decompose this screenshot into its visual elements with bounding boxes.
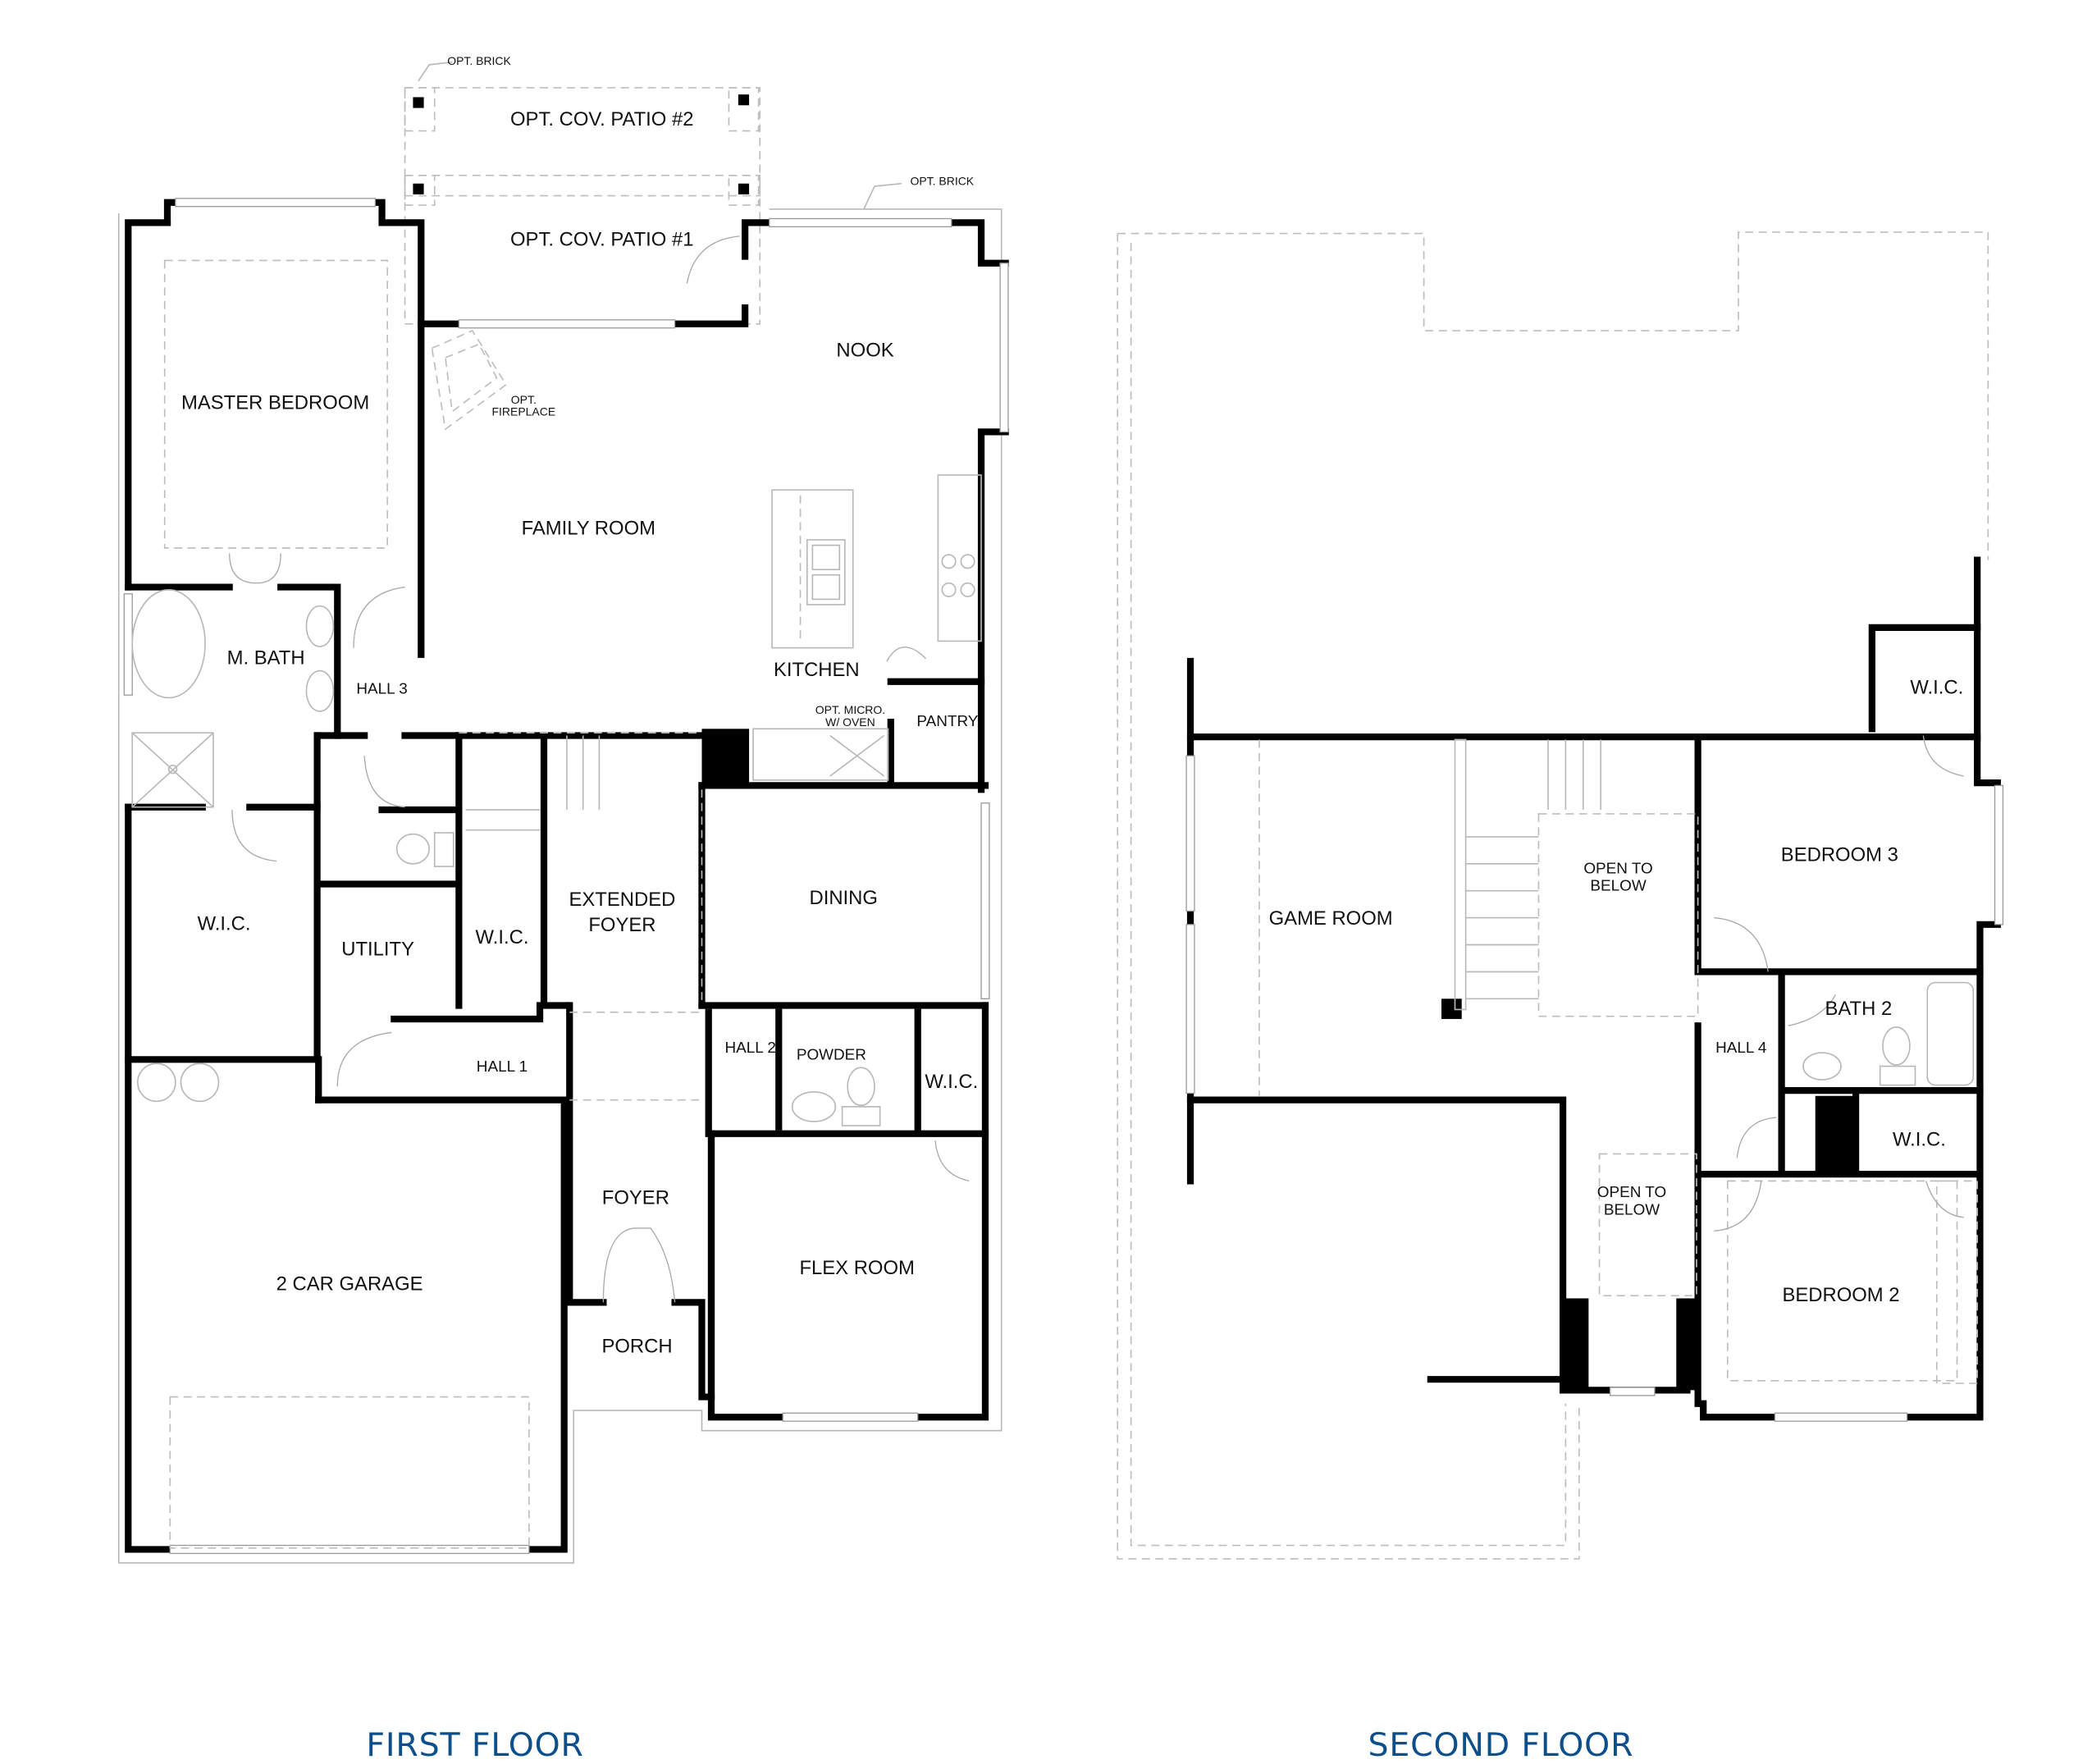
chase-block <box>1564 1298 1589 1391</box>
room-label-hall-4: HALL 4 <box>1715 1040 1766 1057</box>
master-bath-fixtures <box>131 589 881 1126</box>
patio-outlines <box>404 61 902 325</box>
room-label-bath-2: BATH 2 <box>1825 998 1893 1020</box>
room-label-opt-cov-patio-1: OPT. COV. PATIO #1 <box>510 228 694 250</box>
door-swings <box>229 235 970 1303</box>
room-label-open-to-below: BELOW <box>1590 878 1646 895</box>
room-label-wic-stair: W.I.C. <box>476 926 529 948</box>
room-label-m-bath: M. BATH <box>227 647 305 669</box>
room-label-open-to-below: OPEN TO <box>1583 860 1652 877</box>
room-label-flex-room: FLEX ROOM <box>799 1257 914 1279</box>
room-label-powder: POWDER <box>797 1046 866 1063</box>
room-label-utility: UTILITY <box>341 939 414 961</box>
room-label-2-car-garage: 2 CAR GARAGE <box>276 1273 423 1296</box>
first-floor-labels: OPT. COV. PATIO #2 OPT. COV. PATIO #1 OP… <box>181 54 979 1357</box>
room-label-open-to-below-lower: BELOW <box>1604 1201 1660 1218</box>
stairs-second-floor <box>1258 738 1699 1297</box>
room-label-bedroom-3: BEDROOM 3 <box>1781 844 1898 866</box>
room-label-pantry: PANTRY <box>916 713 978 730</box>
room-label-wic-bedroom-3: W.I.C. <box>1910 677 1963 699</box>
kitchen-island <box>752 474 982 781</box>
first-floor-walls <box>125 199 1009 1553</box>
second-floor-title: SECOND FLOOR <box>1368 1726 1634 1764</box>
patio-column <box>738 183 750 194</box>
room-label-hall-3: HALL 3 <box>356 681 407 698</box>
second-floor-plan: GAME ROOM OPEN TO BELOW OPEN TO BELOW W.… <box>1117 231 2004 1560</box>
annotation-opt-micro: OPT. MICRO. <box>815 703 885 716</box>
room-label-nook: NOOK <box>836 339 893 361</box>
annotation-opt-brick-left: OPT. BRICK <box>447 54 511 67</box>
annotation-opt-fireplace: FIREPLACE <box>492 405 556 418</box>
room-label-kitchen: KITCHEN <box>774 659 860 681</box>
bath-2-fixtures <box>1726 981 1978 1384</box>
room-label-wic-flex: W.I.C. <box>925 1071 978 1093</box>
patio-column <box>738 94 750 106</box>
fireplace-outline <box>431 329 508 431</box>
room-label-master-bedroom: MASTER BEDROOM <box>181 391 369 414</box>
second-floor-labels: GAME ROOM OPEN TO BELOW OPEN TO BELOW W.… <box>1269 677 1964 1306</box>
room-label-opt-cov-patio-2: OPT. COV. PATIO #2 <box>510 108 694 130</box>
room-label-porch: PORCH <box>601 1335 672 1357</box>
chase-block <box>1676 1298 1701 1391</box>
room-label-hall-2: HALL 2 <box>725 1040 776 1057</box>
room-label-hall-1: HALL 1 <box>477 1058 528 1076</box>
room-label-foyer: FOYER <box>602 1186 669 1209</box>
chase-block <box>1815 1095 1853 1175</box>
door-swings-second <box>1714 735 1964 1232</box>
patio-column <box>413 183 424 194</box>
room-label-dining: DINING <box>809 887 877 909</box>
room-label-family-room: FAMILY ROOM <box>522 517 655 539</box>
stairs-first-floor <box>465 735 601 831</box>
room-label-wic-bedroom-2: W.I.C. <box>1893 1129 1946 1151</box>
annotation-opt-fireplace: OPT. <box>511 393 537 406</box>
room-label-wic-master: W.I.C. <box>198 912 251 935</box>
second-floor-walls <box>1186 556 2001 1421</box>
first-floor-plan: OPT. COV. PATIO #2 OPT. COV. PATIO #1 OP… <box>117 54 1009 1564</box>
column-block <box>701 729 750 786</box>
room-label-bedroom-2: BEDROOM 2 <box>1782 1284 1899 1306</box>
room-label-extended-foyer: EXTENDED <box>569 889 675 911</box>
annotation-opt-micro: W/ OVEN <box>825 715 875 729</box>
first-floor-title: FIRST FLOOR <box>366 1726 583 1764</box>
room-label-game-room: GAME ROOM <box>1269 907 1393 930</box>
annotation-opt-brick-right: OPT. BRICK <box>911 174 975 187</box>
room-label-open-to-below-lower: OPEN TO <box>1597 1184 1666 1201</box>
patio-column <box>413 97 424 108</box>
room-label-extended-foyer: FOYER <box>588 914 655 936</box>
